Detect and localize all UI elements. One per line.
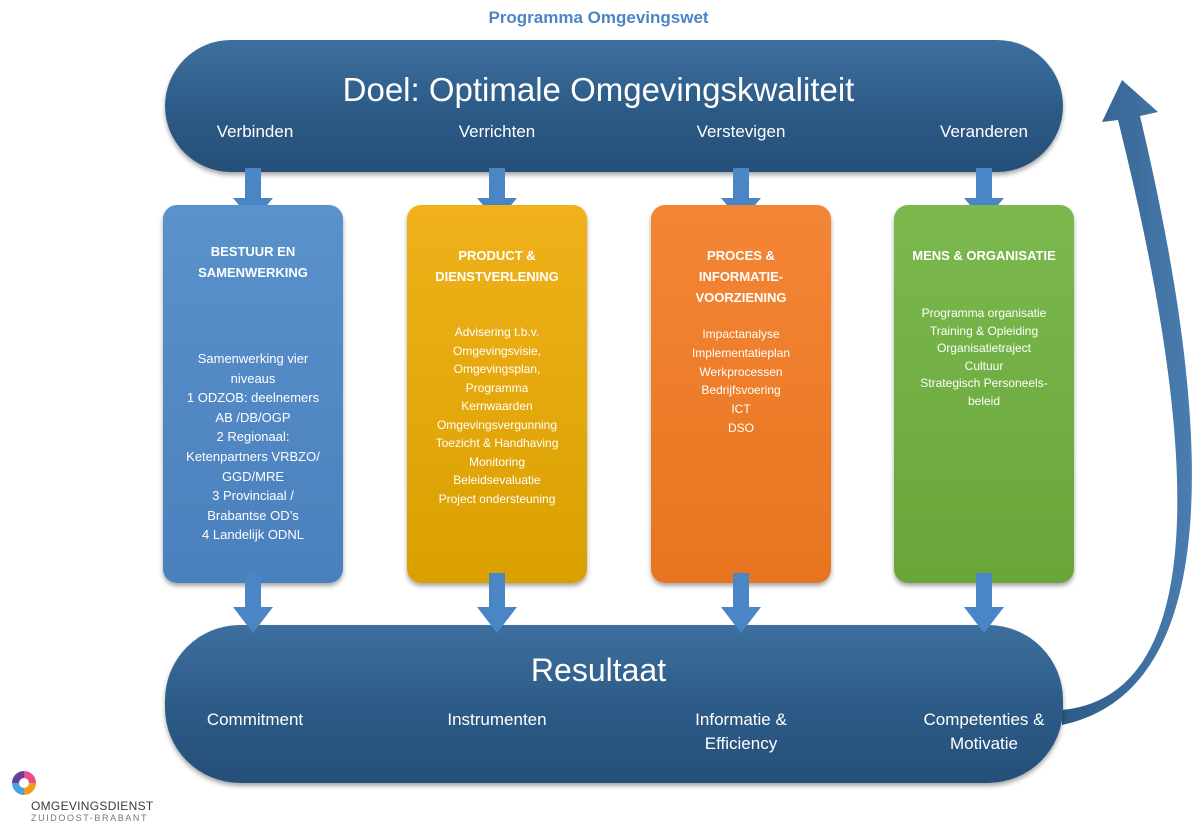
list-item: Training & Opleiding xyxy=(929,323,1039,338)
box-title: PROCES & INFORMATIE- VOORZIENING xyxy=(695,248,787,305)
down-arrow-icon xyxy=(721,573,761,633)
list-item: 1 ODZOB: deelnemers xyxy=(186,390,320,406)
list-item: Toezicht & Handhaving xyxy=(435,436,559,450)
list-item: Implementatieplan xyxy=(691,345,791,360)
list-item: Organisatietraject xyxy=(936,341,1032,355)
list-item: AB /DB/OGP xyxy=(215,409,291,425)
list-item: 2 Regionaal: xyxy=(216,429,290,445)
box-title: BESTUUR EN SAMENWERKING xyxy=(198,244,308,280)
box-title: MENS & ORGANISATIE xyxy=(912,248,1056,263)
goal-banner xyxy=(165,40,1063,172)
goal-label-verstevigen: Verstevigen xyxy=(696,122,786,141)
box-items: Advisering t.b.v. Omgevingsvisie, Omgevi… xyxy=(411,323,583,508)
box-items: Samenwerking vier niveaus 1 ODZOB: deeln… xyxy=(167,349,339,545)
box-proces-informatievoorziening: PROCES & INFORMATIE- VOORZIENING Impacta… xyxy=(651,205,831,583)
down-arrow-icon xyxy=(964,573,1004,633)
list-item: Samenwerking vier xyxy=(197,351,309,366)
box-product-dienstverlening: PRODUCT & DIENSTVERLENING Advisering t.b… xyxy=(407,205,587,583)
list-item: beleid xyxy=(967,393,1001,408)
list-item: GGD/MRE xyxy=(221,468,285,484)
list-item: ICT xyxy=(731,402,751,417)
down-arrow-icon xyxy=(233,573,273,633)
box-mens-organisatie: MENS & ORGANISATIE Programma organisatie… xyxy=(894,205,1074,583)
box-items: Programma organisatie Training & Opleidi… xyxy=(898,305,1070,410)
list-item: Beleidsevaluatie xyxy=(453,473,541,487)
list-item: Programma organisatie xyxy=(921,306,1047,320)
list-item: Monitoring xyxy=(468,454,526,469)
list-item: Brabantse OD’s xyxy=(207,507,299,523)
list-item: Advisering t.b.v. xyxy=(454,325,540,339)
list-item: Kernwaarden xyxy=(461,399,533,413)
list-item: Omgevingsvisie, xyxy=(452,343,542,358)
goal-label-verbinden: Verbinden xyxy=(216,122,294,141)
list-item: Werkprocessen xyxy=(699,364,783,379)
list-item: Project ondersteuning xyxy=(438,491,556,506)
list-item: Omgevingsplan, xyxy=(453,362,541,376)
list-item: 4 Landelijk ODNL xyxy=(202,527,304,543)
result-banner xyxy=(165,625,1063,783)
result-label-commitment: Commitment xyxy=(206,710,304,729)
goal-label-verrichten: Verrichten xyxy=(458,122,536,141)
box-bestuur-samenwerking: BESTUUR EN SAMENWERKING Samenwerking vie… xyxy=(163,205,343,583)
logo-subtitle: ZUIDOOST-BRABANT xyxy=(31,813,149,823)
goal-label-veranderen: Veranderen xyxy=(940,122,1028,141)
result-label-instrumenten: Instrumenten xyxy=(447,710,547,729)
result-title: Resultaat xyxy=(530,652,667,688)
logo-name: OMGEVINGSDIENST xyxy=(31,799,154,813)
list-item: Strategisch Personeels- xyxy=(920,376,1048,390)
logo-icon xyxy=(12,771,36,795)
result-label-informatie-efficiency: Informatie & Efficiency xyxy=(695,710,787,753)
list-item: Programma xyxy=(465,380,529,395)
return-arrow xyxy=(1062,80,1192,725)
list-item: Ketenpartners VRBZO/ xyxy=(186,448,320,464)
box-items: Impactanalyse Implementatieplan Werkproc… xyxy=(655,325,827,438)
goal-title: Doel: Optimale Omgevingskwaliteit xyxy=(342,71,855,108)
list-item: DSO xyxy=(727,420,754,435)
page-title: Programma Omgevingswet xyxy=(488,8,709,27)
result-label-competenties-motivatie: Competenties & Motivatie xyxy=(923,710,1045,753)
list-item: Cultuur xyxy=(964,358,1004,373)
down-arrow-icon xyxy=(477,573,517,633)
list-item: Omgevingsvergunning xyxy=(436,417,558,432)
list-item: niveaus xyxy=(230,370,276,386)
list-item: Bedrijfsvoering xyxy=(701,383,781,398)
list-item: Impactanalyse xyxy=(702,327,780,341)
box-title: PRODUCT & DIENSTVERLENING xyxy=(435,248,559,284)
list-item: 3 Provinciaal / xyxy=(212,488,294,504)
